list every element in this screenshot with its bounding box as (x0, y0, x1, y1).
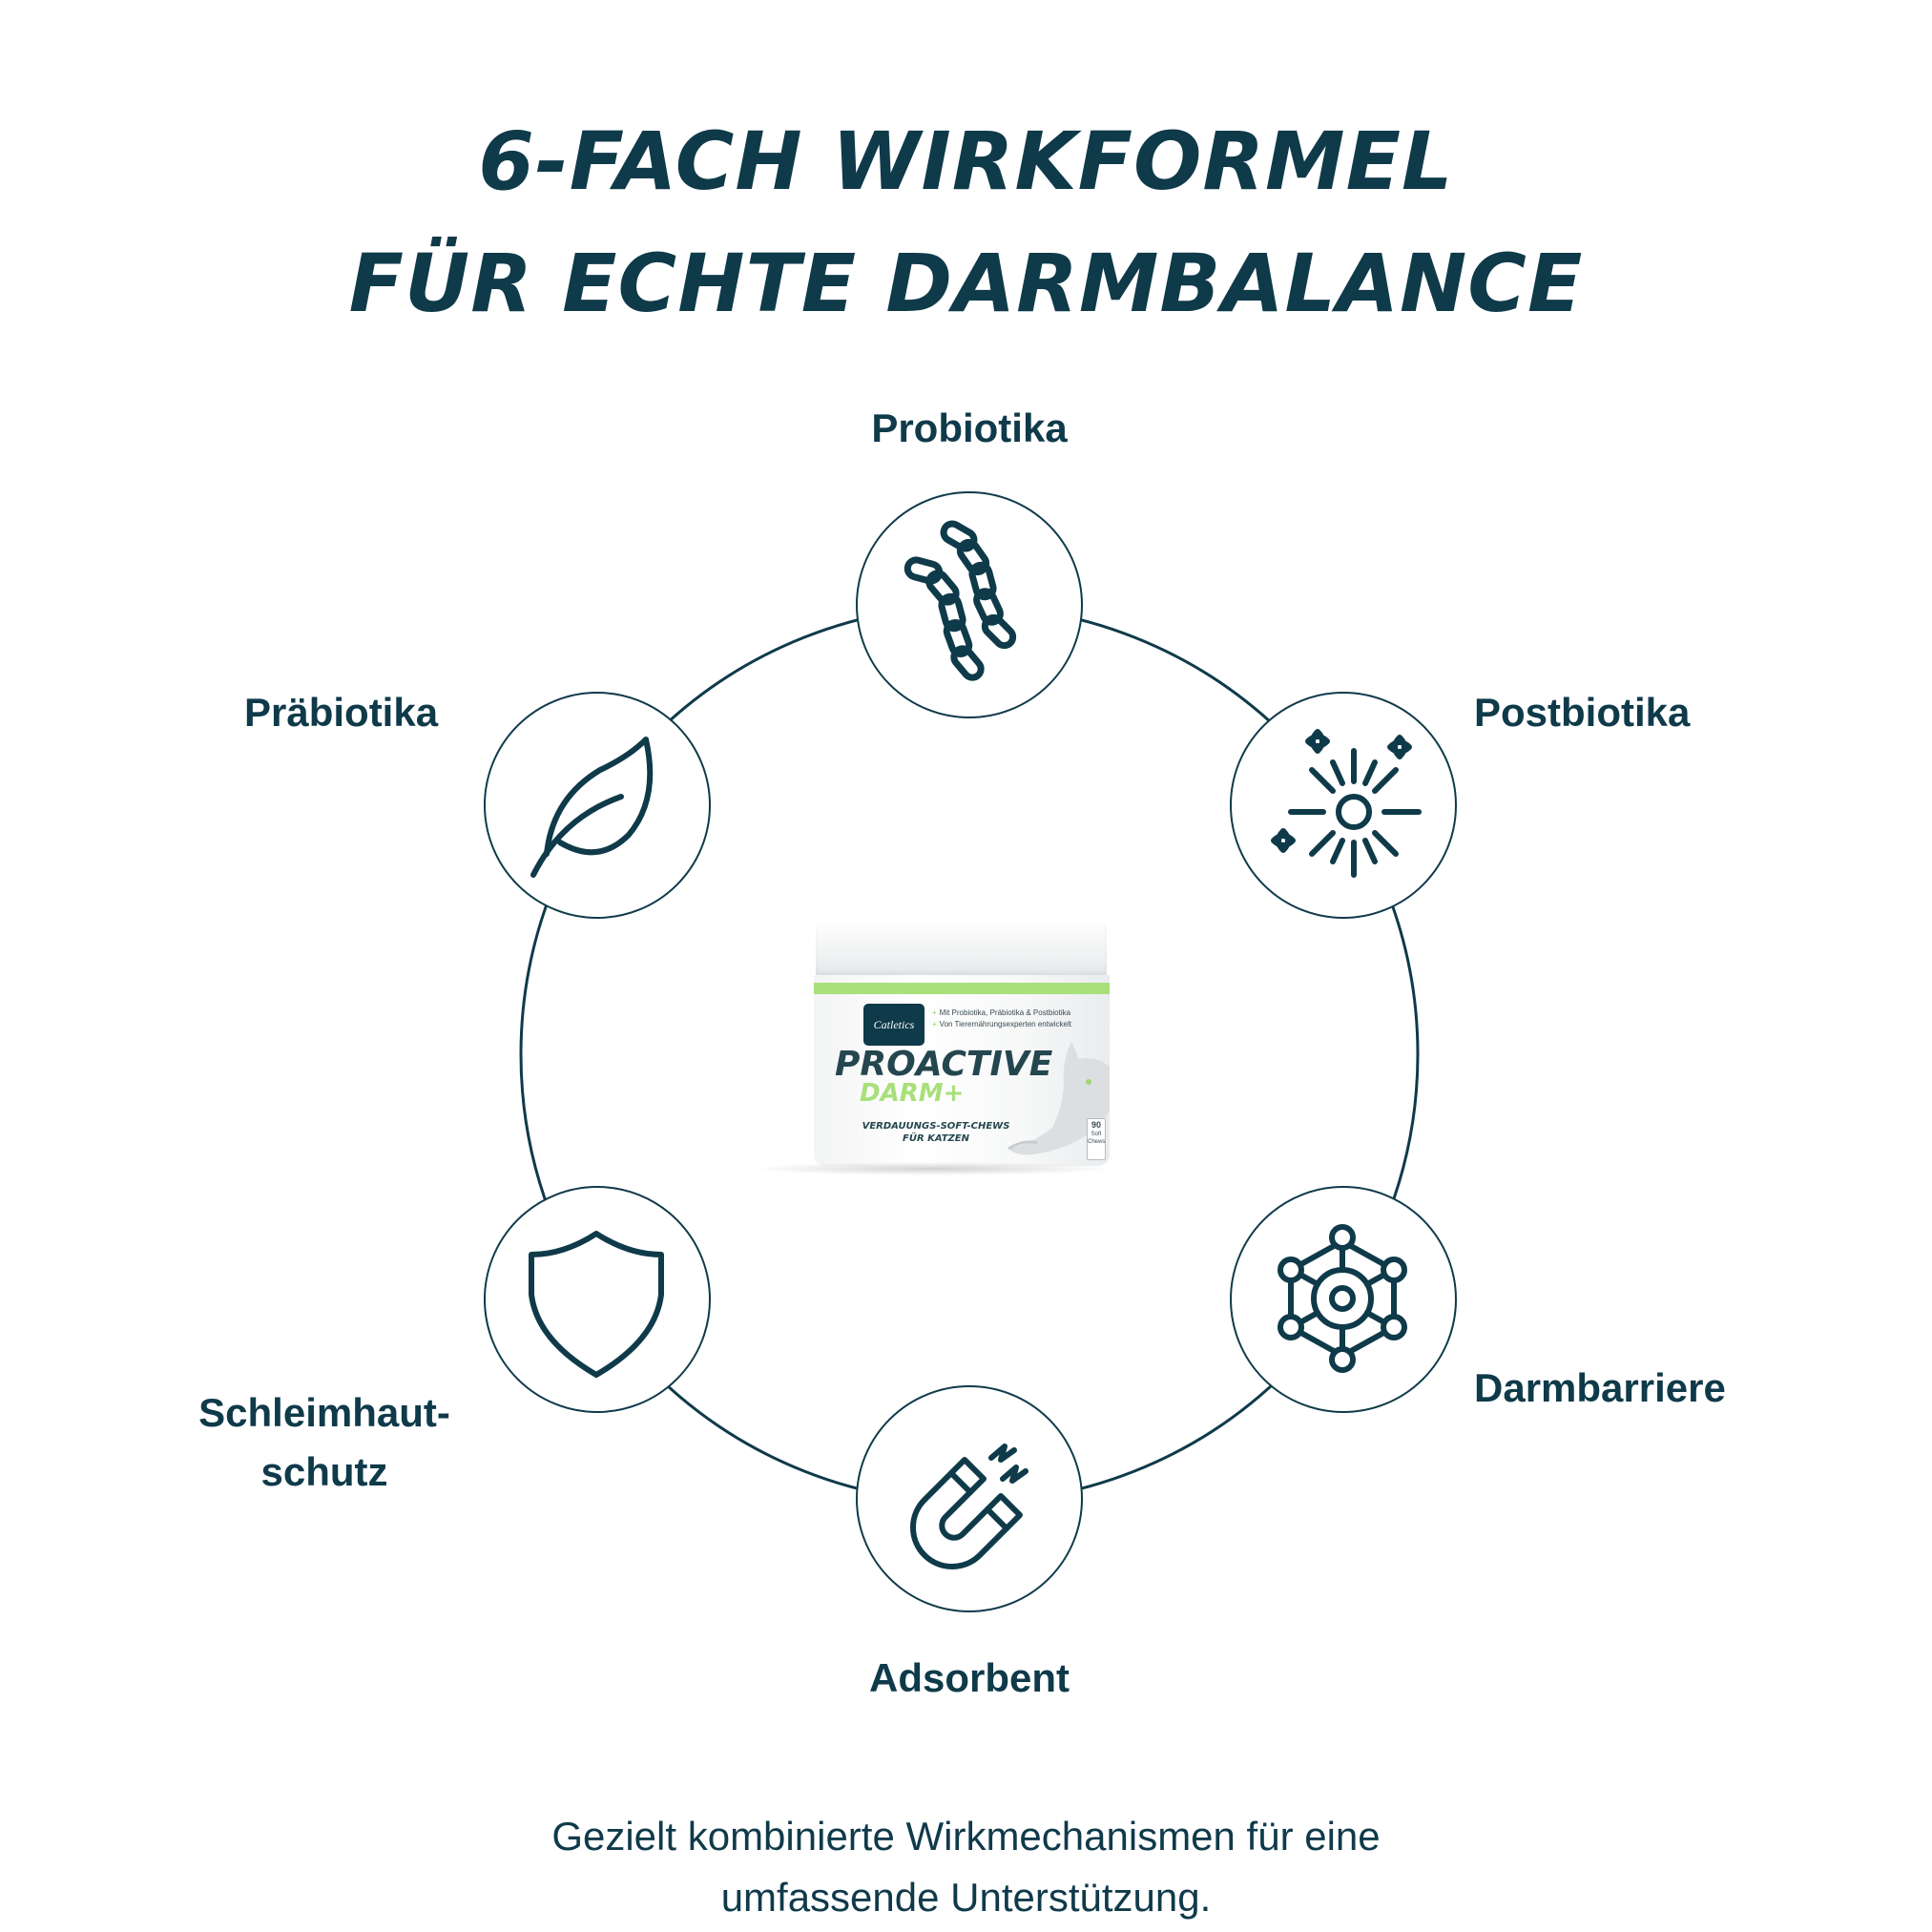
label-probiotika: Probiotika (871, 405, 1068, 450)
brand-logo: Catletics (863, 1004, 924, 1046)
sparkle-burst-icon (1271, 729, 1422, 878)
product-description: VERDAUUNGS-SOFT-CHEWS FÜR KATZEN (841, 1120, 1031, 1145)
product-description-line-1: VERDAUUNGS-SOFT-CHEWS (862, 1121, 1010, 1132)
label-schleimhautschutz-line-2: schutz (260, 1449, 388, 1494)
product-name: PROACTIVE (835, 1045, 1053, 1084)
page-title: 6-FACH WIRKFORMEL FÜR ECHTE DARMBALANCE (0, 100, 1932, 344)
bullet-1-text: Mit Probiotika, Präbiotika & Postbiotika (939, 1008, 1071, 1017)
tagline-line-1: Gezielt kombinierte Wirkmechanismen für … (551, 1814, 1381, 1859)
magnet-icon (910, 1444, 1028, 1569)
title-line-1: 6-FACH WIRKFORMEL (478, 114, 1454, 208)
shield-icon (529, 1231, 664, 1378)
count-unit-1: Soft (1091, 1132, 1102, 1137)
jar-lid (816, 920, 1107, 977)
tagline-line-2: umfassende Unterstützung. (720, 1875, 1212, 1920)
title-line-2: FÜR ECHTE DARMBALANCE (348, 237, 1584, 330)
bullet-1: +Mit Probiotika, Präbiotika & Postbiotik… (932, 1008, 1071, 1019)
badge-schleimhautschutz (484, 1186, 711, 1413)
plus-icon: + (932, 1020, 937, 1028)
count-tag: 90 Soft Chews (1087, 1118, 1106, 1160)
bullet-2-text: Von Tierernährungsexperten entwickelt (939, 1020, 1071, 1028)
count-value: 90 (1091, 1120, 1101, 1130)
label-schleimhautschutz: Schleimhaut- schutz (172, 1383, 477, 1502)
badge-probiotika (856, 491, 1083, 718)
molecule-network-icon (1278, 1224, 1407, 1373)
label-schleimhautschutz-line-1: Schleimhaut- (198, 1390, 450, 1435)
label-darmbarriere: Darmbarriere (1474, 1365, 1726, 1410)
bullet-2: +Von Tierernährungsexperten entwickelt (932, 1019, 1071, 1030)
product-jar: Catletics +Mit Probiotika, Präbiotika & … (749, 906, 1116, 1183)
cat-illustration (1008, 1042, 1110, 1155)
green-band (814, 983, 1110, 994)
plus-icon: + (932, 1008, 937, 1017)
badge-praebiotika (484, 692, 711, 919)
tagline: Gezielt kombinierte Wirkmechanismen für … (0, 1806, 1932, 1928)
label-adsorbent: Adsorbent (869, 1655, 1070, 1700)
product-subname: DARM+ (860, 1079, 965, 1108)
leaf-icon (530, 737, 654, 878)
jar-label: Catletics +Mit Probiotika, Präbiotika & … (814, 975, 1110, 1166)
bacteria-chain-icon (904, 520, 1017, 681)
badge-darmbarriere (1230, 1186, 1457, 1413)
label-postbiotika: Postbiotika (1474, 690, 1691, 735)
badge-postbiotika (1230, 692, 1457, 919)
product-bullets: +Mit Probiotika, Präbiotika & Postbiotik… (932, 1008, 1071, 1030)
label-praebiotika: Präbiotika (244, 690, 439, 735)
count-unit-2: Chews (1088, 1139, 1106, 1145)
jar-shadow (749, 1162, 1116, 1175)
product-description-line-2: FÜR KATZEN (903, 1133, 969, 1144)
badge-adsorbent (856, 1385, 1083, 1612)
